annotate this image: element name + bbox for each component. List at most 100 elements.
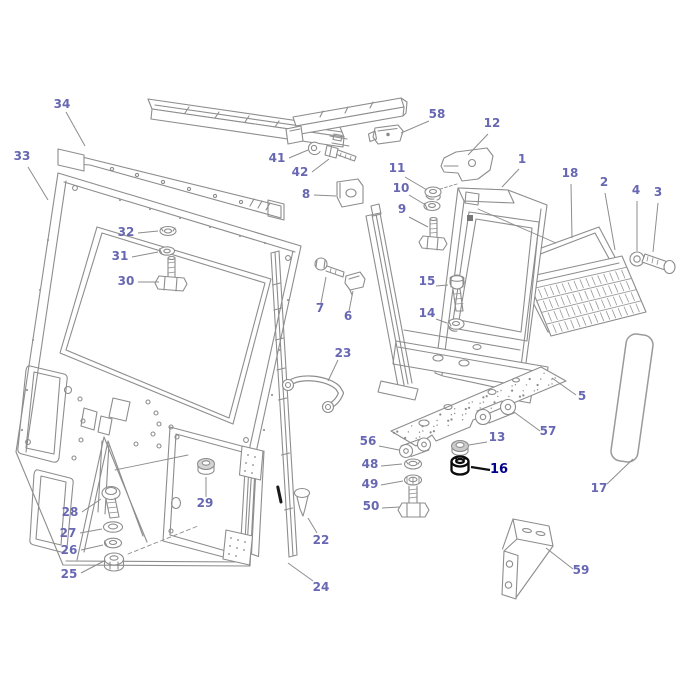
washer-32: [159, 225, 177, 237]
leader-line-23: [327, 359, 339, 382]
leader-line-42: [311, 158, 330, 173]
lock-washer-10: [423, 200, 441, 212]
leader-line-24: [287, 562, 314, 582]
washer-27: [102, 521, 124, 533]
part-label-16[interactable]: 16: [490, 462, 508, 477]
lower-panel: [15, 365, 257, 567]
part-label-12[interactable]: 12: [484, 116, 501, 130]
part-label-9[interactable]: 9: [398, 202, 406, 216]
part-label-3[interactable]: 3: [654, 185, 662, 199]
leader-line-58: [400, 120, 430, 134]
part-label-58[interactable]: 58: [429, 107, 446, 121]
rear-window-frame: [15, 172, 302, 453]
part-label-27[interactable]: 27: [60, 526, 77, 540]
part-label-22[interactable]: 22: [313, 533, 330, 547]
part-label-41[interactable]: 41: [269, 151, 286, 165]
leader-line-17: [606, 458, 634, 485]
bolt-28: [101, 485, 121, 519]
part-label-15[interactable]: 15: [419, 274, 436, 288]
seal-strip: [270, 250, 298, 558]
mounting-plate: [390, 366, 567, 447]
part-label-50[interactable]: 50: [363, 499, 380, 513]
leader-line-3: [652, 202, 659, 253]
part-label-33[interactable]: 33: [14, 149, 31, 163]
clip-nut-14: [447, 318, 465, 332]
leader-line-6: [348, 290, 354, 312]
lock-washer-26: [103, 537, 123, 549]
part-label-59[interactable]: 59: [573, 563, 590, 577]
leader-line-9: [408, 216, 429, 228]
roof-rail-rear: [285, 97, 408, 145]
pal-nut-11: [424, 186, 442, 201]
part-label-56[interactable]: 56: [360, 434, 377, 448]
part-label-1[interactable]: 1: [518, 152, 526, 166]
part-label-17[interactable]: 17: [591, 481, 608, 495]
part-label-13[interactable]: 13: [489, 430, 506, 444]
rivet-dots: [20, 198, 290, 432]
part-label-8[interactable]: 8: [302, 187, 310, 201]
bolt-15: [449, 274, 465, 312]
nut-25: [103, 552, 125, 572]
part-label-4[interactable]: 4: [632, 183, 640, 197]
header-strip: [57, 148, 285, 221]
grille-fins: [531, 266, 642, 334]
washer-48: [403, 458, 423, 470]
part-label-31[interactable]: 31: [112, 249, 129, 263]
snap-ring-41: [307, 141, 321, 156]
corner-post: [222, 445, 265, 566]
part-label-6[interactable]: 6: [344, 309, 352, 323]
leader-line-12: [467, 133, 489, 156]
plate-rivet-dots: [228, 454, 256, 557]
leader-line-16: [470, 465, 491, 472]
part-label-10[interactable]: 10: [393, 181, 410, 195]
part-label-42[interactable]: 42: [292, 165, 309, 179]
leader-line-49: [380, 480, 404, 486]
part-label-30[interactable]: 30: [118, 274, 135, 288]
part-label-18[interactable]: 18: [562, 166, 579, 180]
plate-58: [367, 124, 404, 145]
part-label-5[interactable]: 5: [578, 389, 586, 403]
part-label-25[interactable]: 25: [61, 567, 78, 581]
part-label-57[interactable]: 57: [540, 424, 557, 438]
leader-line-48: [380, 463, 403, 467]
part-label-2[interactable]: 2: [600, 175, 608, 189]
hose-tube: [281, 375, 344, 414]
part-label-11[interactable]: 11: [389, 161, 406, 175]
lock-washer-31: [158, 246, 176, 256]
leader-line-10: [408, 194, 425, 205]
bolt-9: [418, 216, 448, 251]
grille: [526, 255, 647, 337]
part-label-28[interactable]: 28: [62, 505, 79, 519]
part-label-32[interactable]: 32: [118, 225, 135, 239]
leader-line-15: [435, 284, 449, 287]
leader-line-56: [378, 445, 400, 451]
link-plate-56: [398, 437, 432, 459]
highlighted-nut-16: [450, 455, 470, 476]
leader-line-5: [551, 377, 577, 396]
part-label-34[interactable]: 34: [54, 97, 71, 111]
leader-line-1: [501, 168, 520, 188]
part-label-29[interactable]: 29: [197, 496, 214, 510]
leader-line-31: [131, 251, 159, 258]
leader-line-14: [435, 318, 448, 324]
bolt-3: [641, 253, 676, 275]
support-bracket: [501, 518, 554, 600]
part-label-23[interactable]: 23: [335, 346, 352, 360]
part-label-7[interactable]: 7: [316, 301, 324, 315]
part-label-26[interactable]: 26: [61, 543, 78, 557]
trim-strip: [610, 333, 654, 463]
bolt-50: [397, 485, 430, 518]
link-plate-57: [474, 398, 517, 426]
leader-line-57: [513, 411, 541, 432]
part-label-49[interactable]: 49: [362, 477, 379, 491]
washer-49: [403, 474, 423, 486]
part-label-14[interactable]: 14: [419, 306, 436, 320]
part-label-48[interactable]: 48: [362, 457, 379, 471]
leader-line-2: [604, 192, 616, 251]
plate-12: [436, 147, 494, 191]
leader-line-34: [65, 111, 86, 147]
part-label-24[interactable]: 24: [313, 580, 330, 594]
clip-6: [344, 271, 366, 296]
